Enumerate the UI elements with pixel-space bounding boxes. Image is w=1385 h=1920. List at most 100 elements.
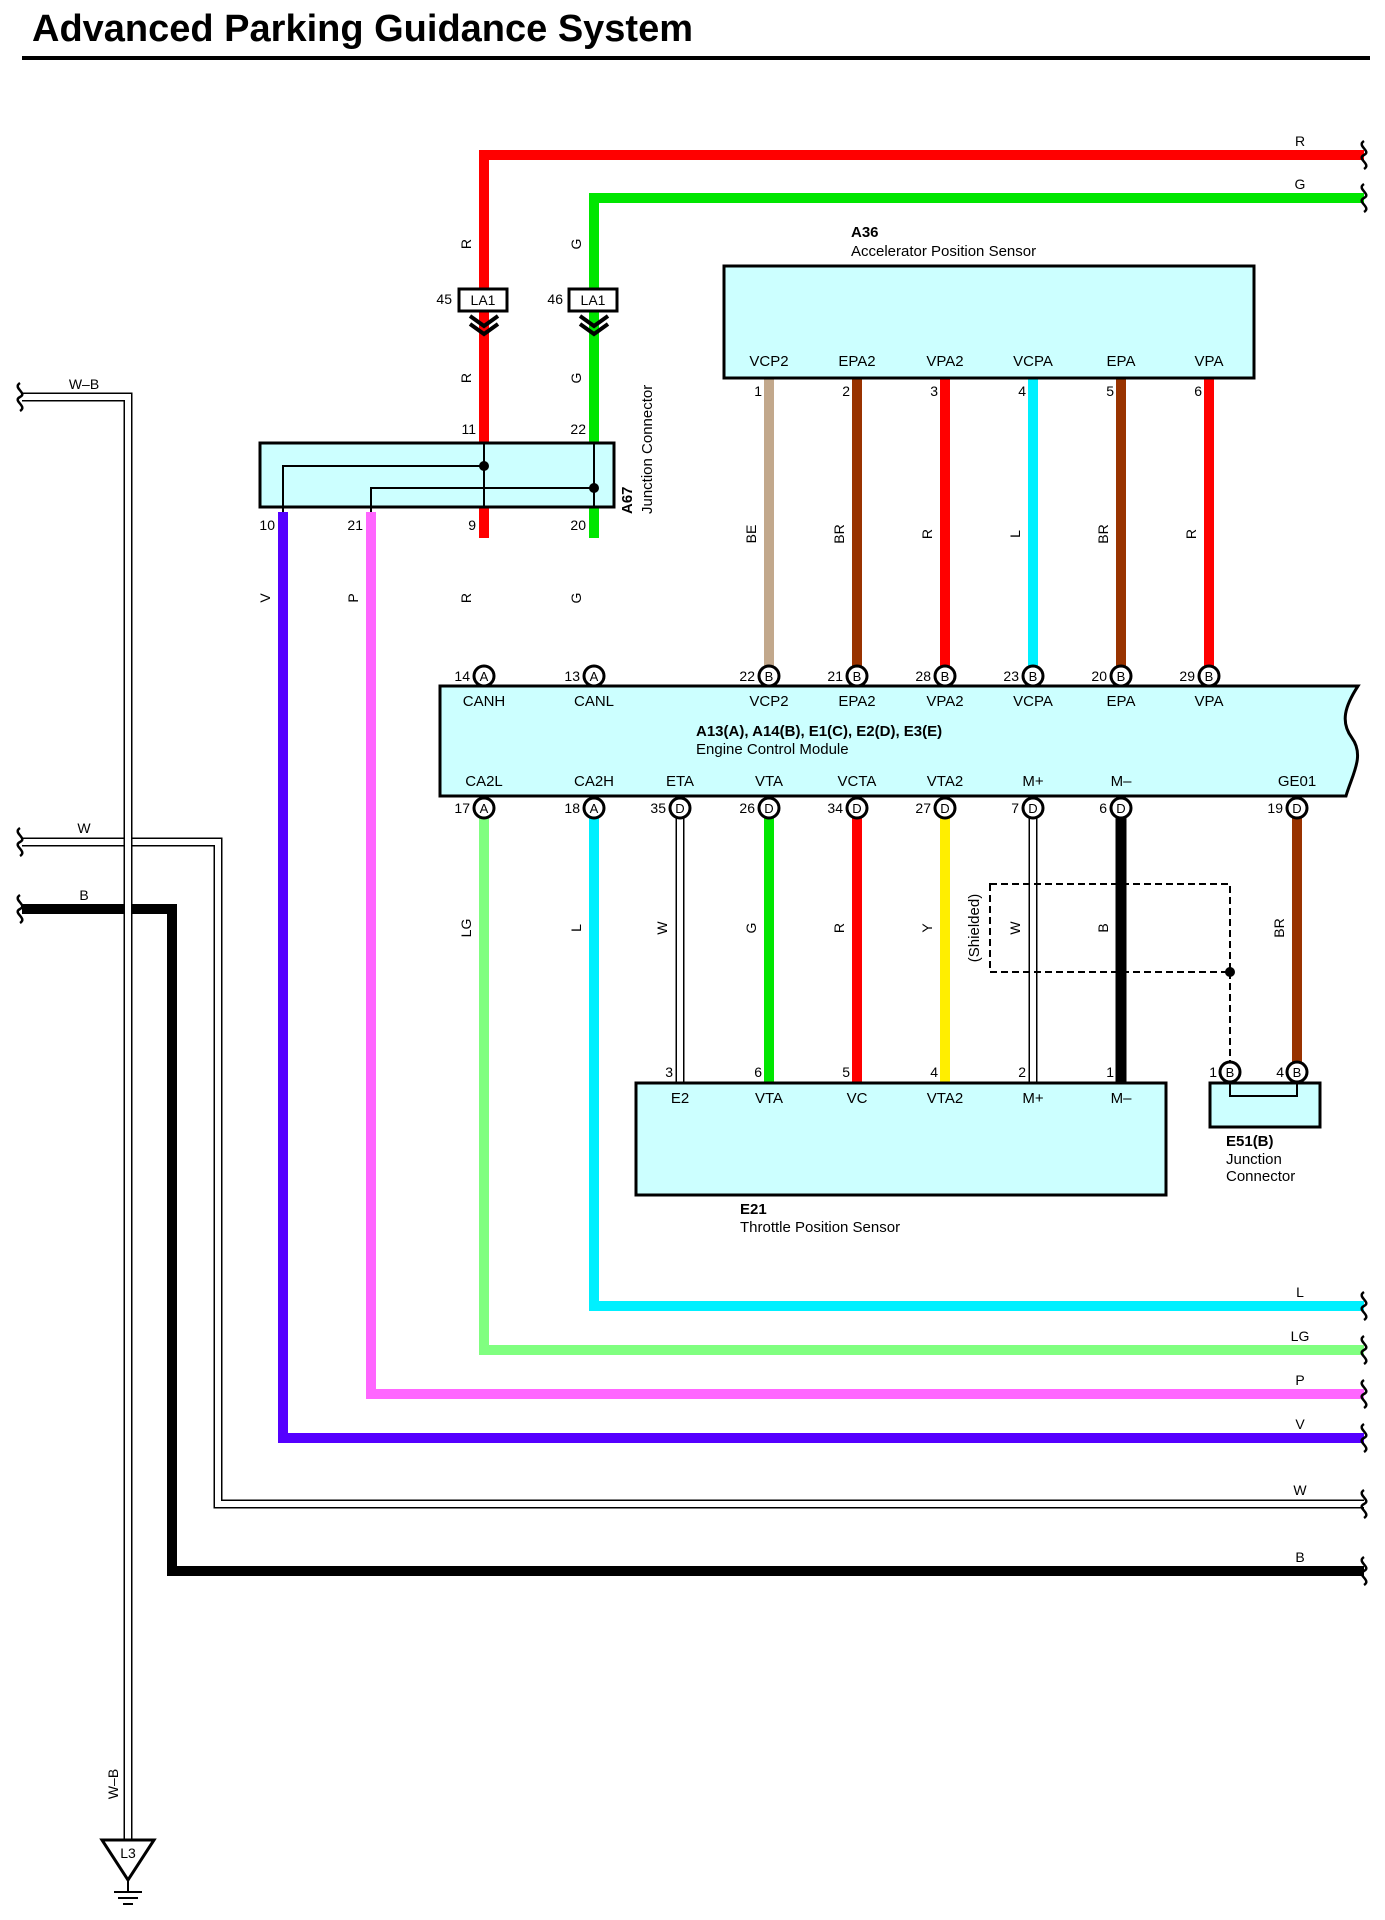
e21-pin-number: 1 xyxy=(1106,1064,1114,1080)
inline-la1-g-pin: 46 xyxy=(547,291,563,307)
inline-la1-r-code: LA1 xyxy=(471,292,496,308)
ecm-signal: CANH xyxy=(463,693,506,710)
ecm-pin-number: 26 xyxy=(739,800,755,816)
pin-connector-letter: D xyxy=(764,801,773,816)
e51-pin: B xyxy=(1285,1060,1309,1084)
wire-label: G xyxy=(743,923,759,934)
inline-la1-g-code: LA1 xyxy=(581,292,606,308)
offpage-bottom-label: W xyxy=(1293,1482,1307,1498)
ecm-bottom-pins: CA2LA17LGCA2HA18LETAD35WVTAD26GVCTAD34RV… xyxy=(454,773,1316,938)
a36-signal: VPA2 xyxy=(926,353,963,370)
e21-signal: M+ xyxy=(1022,1090,1043,1107)
wire-w xyxy=(22,837,1364,1509)
ecm-pin-number: 23 xyxy=(1003,668,1019,684)
a67-pin-number: 20 xyxy=(570,517,586,533)
inline-connector-la1-g xyxy=(567,287,619,337)
wires-a36-ecm xyxy=(764,378,1214,666)
ecm-signal: CA2H xyxy=(574,773,614,790)
ecm-top-pins: A14CANHA13CANLB22VCP2B21EPA2B28VPA2B23VC… xyxy=(454,664,1224,710)
a67-pin-number: 10 xyxy=(259,517,275,533)
wire-label: V xyxy=(257,593,273,603)
ecm-pin-number: 35 xyxy=(650,800,666,816)
e51-name-line2: Connector xyxy=(1226,1168,1295,1185)
wire-label: R xyxy=(458,593,474,603)
ecm-signal: VCPA xyxy=(1013,693,1053,710)
pin-connector-letter: B xyxy=(1029,669,1038,684)
ecm-pin-number: 19 xyxy=(1267,800,1283,816)
ecm-bottom-pin: D xyxy=(1285,796,1309,820)
ecm-pin-number: 20 xyxy=(1091,668,1107,684)
pin-connector-letter: D xyxy=(1292,801,1301,816)
ecm-bottom-pin: D xyxy=(668,796,692,820)
wire-label: BR xyxy=(831,524,847,543)
ecm-name: Engine Control Module xyxy=(696,741,849,758)
ecm-top-pin: A xyxy=(472,664,496,688)
wire-label: R xyxy=(1183,529,1199,539)
pin-connector-letter: B xyxy=(1293,1065,1302,1080)
ecm-pin-number: 18 xyxy=(564,800,580,816)
a36-signal: VCPA xyxy=(1013,353,1053,370)
wire-label: L xyxy=(568,924,584,932)
a67-pin-number: 21 xyxy=(347,517,363,533)
page-title: Advanced Parking Guidance System xyxy=(32,8,694,50)
wire-label: BE xyxy=(743,525,759,544)
wire-v xyxy=(278,512,1364,1443)
wire-l xyxy=(589,810,1364,1311)
ecm-pin-number: 13 xyxy=(564,668,580,684)
ecm-bottom-pin: D xyxy=(1021,796,1045,820)
a36-id: A36 xyxy=(851,224,879,241)
a36-pin-number: 3 xyxy=(930,383,938,399)
e51-pin: B xyxy=(1218,1060,1242,1084)
a67-id: A67 xyxy=(619,486,636,514)
pin-connector-letter: B xyxy=(1205,669,1214,684)
pin-connector-letter: D xyxy=(940,801,949,816)
wire-label: P xyxy=(345,593,361,602)
ecm-pin-number: 22 xyxy=(739,668,755,684)
inline-connector-la1-r xyxy=(457,287,509,337)
offpage-left-label: B xyxy=(79,887,88,903)
e21-connector xyxy=(634,1081,1168,1197)
ecm-signal: CANL xyxy=(574,693,614,710)
e21-signal: M– xyxy=(1111,1090,1132,1107)
ecm-signal: ETA xyxy=(666,773,694,790)
ground-symbol xyxy=(99,1838,157,1905)
wire-label: LG xyxy=(458,919,474,938)
ecm-pin-number: 21 xyxy=(827,668,843,684)
a36-pin-number: 5 xyxy=(1106,383,1114,399)
ecm-signal: VPA xyxy=(1195,693,1224,710)
offpage-left-label: W–B xyxy=(69,376,99,392)
e51-pin-number: 1 xyxy=(1209,1064,1217,1080)
wire-label: R xyxy=(458,239,474,249)
wire-label: R xyxy=(831,923,847,933)
pin-connector-letter: A xyxy=(590,801,599,816)
pin-connector-letter: A xyxy=(590,669,599,684)
ecm-bottom-pin: A xyxy=(582,796,606,820)
wire-label: R xyxy=(458,373,474,383)
ecm-pin-number: 14 xyxy=(454,668,470,684)
ecm-pin-number: 17 xyxy=(454,800,470,816)
ecm-pin-number: 29 xyxy=(1179,668,1195,684)
e51-id: E51(B) xyxy=(1226,1133,1274,1150)
a36-signal: VCP2 xyxy=(749,353,788,370)
title-underline xyxy=(22,56,1370,60)
offpage-bottom-label: V xyxy=(1295,1416,1305,1432)
offpage-bottom-label: B xyxy=(1295,1549,1304,1565)
pin-connector-letter: D xyxy=(1116,801,1125,816)
a67-pin-number: 22 xyxy=(570,421,586,437)
ecm-signal: EPA xyxy=(1107,693,1136,710)
ecm-signal: EPA2 xyxy=(838,693,875,710)
e51-name-line1: Junction xyxy=(1226,1151,1282,1168)
ecm-pin-number: 28 xyxy=(915,668,931,684)
wire-p xyxy=(366,512,1364,1399)
a67-junction-connector xyxy=(258,441,616,512)
wire-r-top xyxy=(479,150,1364,538)
wire-label: L xyxy=(1007,530,1023,538)
a36-pin-number: 4 xyxy=(1018,383,1026,399)
e21-name: Throttle Position Sensor xyxy=(740,1219,900,1236)
e21-signal: VTA2 xyxy=(927,1090,963,1107)
pin-connector-letter: D xyxy=(852,801,861,816)
ecm-pin-number: 6 xyxy=(1099,800,1107,816)
e21-id: E21 xyxy=(740,1201,767,1218)
